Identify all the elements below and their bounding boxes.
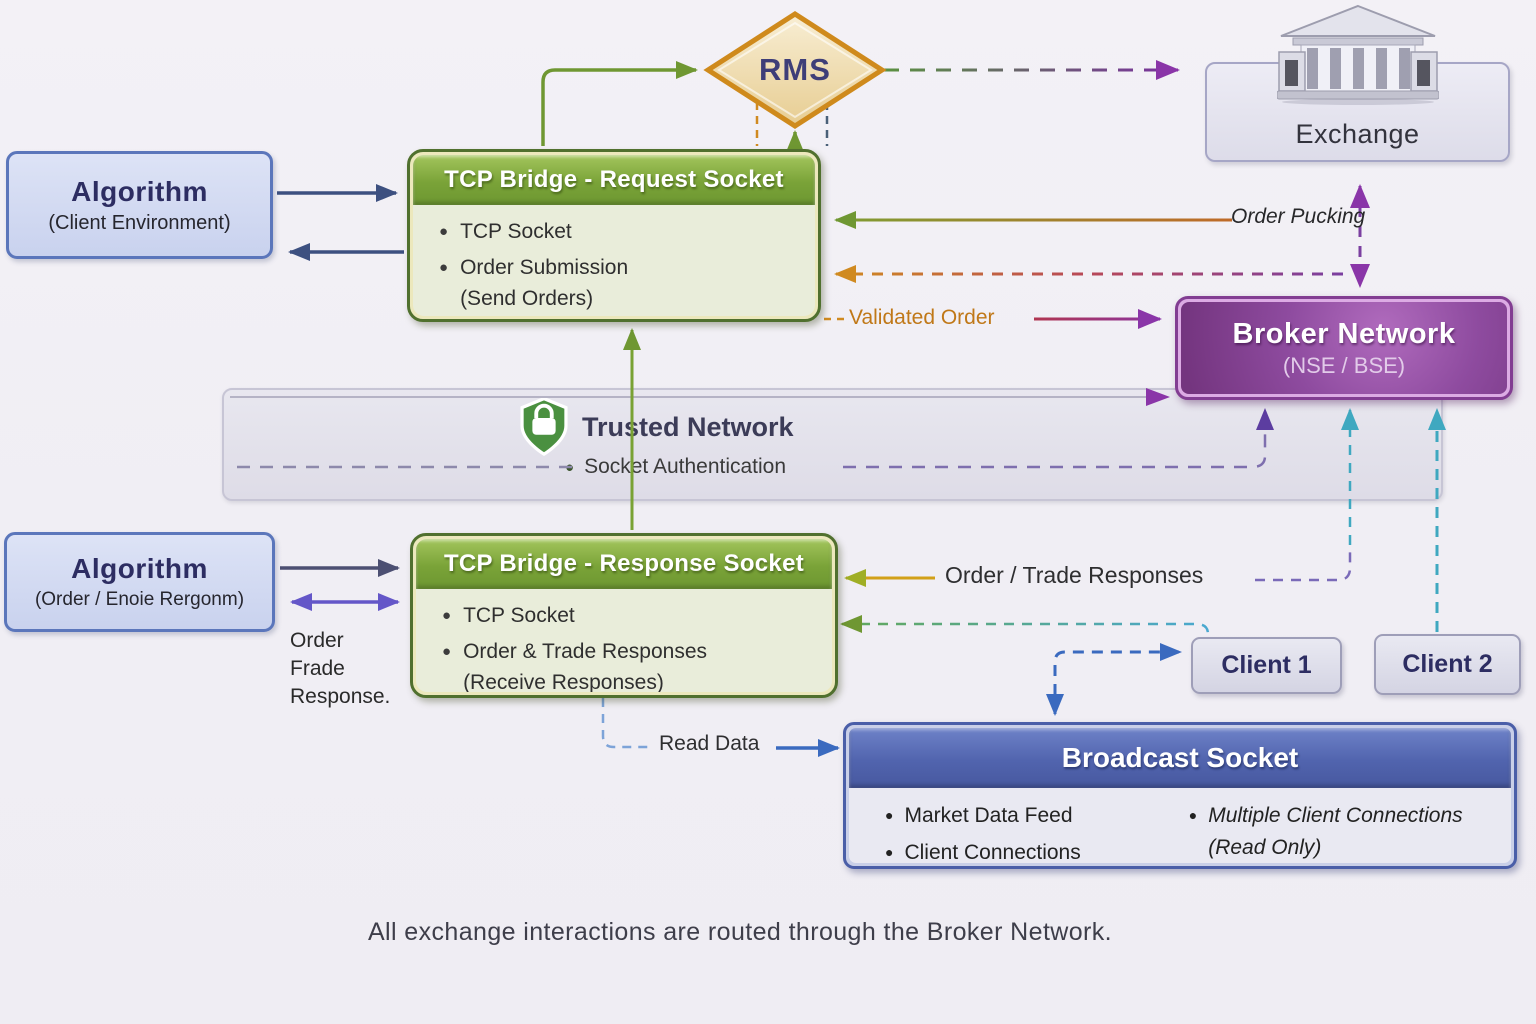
bullet-icon: ●	[439, 223, 449, 240]
bullet-icon: ●	[885, 807, 894, 823]
response-socket-node: TCP Bridge - Response Socket ● TCP Socke…	[410, 533, 838, 698]
broker-network-node: Broker Network (NSE / BSE)	[1175, 296, 1513, 400]
edge-otr-dashed-elbow	[1255, 545, 1352, 582]
bullet-icon: ●	[1188, 807, 1198, 823]
bullet-icon: ●	[442, 607, 452, 624]
bullet-icon: ●	[439, 259, 449, 277]
response-socket-items: ● TCP Socket ● Order & Trade Responses (R…	[416, 589, 832, 692]
algorithm-order-node: Algorithm (Order / Enoie Rergonm)	[4, 532, 275, 632]
response-socket-title: TCP Bridge - Response Socket	[443, 550, 805, 577]
item-text: Market Data Feed	[904, 804, 1073, 827]
item-subtext: (Receive Responses)	[463, 670, 664, 692]
edge-broadcast-client1	[1046, 643, 1182, 716]
edge-band-to-broker-arrow	[1146, 388, 1170, 406]
client1-node: Client 1	[1191, 637, 1342, 694]
order-trade-responses-label: Order / Trade Responses	[945, 562, 1204, 588]
item-subtext: (Send Orders)	[460, 286, 594, 310]
client2-label: Client 2	[1402, 650, 1493, 678]
order-frade-response-label: Order Frade Response.	[290, 627, 390, 711]
request-socket-header: TCP Bridge - Request Socket	[413, 155, 815, 205]
trusted-network-band: Trusted Network ● Socket Authentication	[222, 388, 1443, 501]
client1-label: Client 1	[1221, 651, 1312, 679]
validated-order-label: Validated Order	[849, 306, 995, 329]
item-text: Order Submission	[460, 256, 629, 280]
bullet-icon: ●	[442, 643, 452, 661]
algorithm-subtitle: (Client Environment)	[48, 211, 231, 234]
rms-node-label: RMS	[759, 52, 831, 87]
edge-response-to-readdata	[601, 698, 650, 749]
order-frade-line2: Frade	[290, 657, 345, 680]
order-frade-line1: Order	[290, 629, 344, 652]
list-item: ● TCP Socket	[439, 217, 815, 247]
order-pucking-label: Order Pucking	[1231, 205, 1366, 228]
broker-network-subtitle: (NSE / BSE)	[1282, 352, 1406, 378]
item-text: TCP Socket	[460, 220, 572, 243]
rms-diamond-highlight	[717, 21, 873, 119]
list-item: ● Market Data Feed	[885, 800, 1081, 832]
item-text: Client Connections	[904, 840, 1081, 864]
algorithm-title: Algorithm	[71, 175, 208, 207]
algorithm-client-node: Algorithm (Client Environment)	[6, 151, 273, 259]
item-subtext: (Read Only)	[1208, 835, 1322, 859]
item-text: Order & Trade Responses	[463, 640, 708, 664]
algorithm-subtitle: (Order / Enoie Rergonm)	[34, 589, 245, 610]
read-data-label: Read Data	[659, 732, 760, 755]
request-socket-title: TCP Bridge - Request Socket	[444, 166, 784, 193]
shield-lock-icon	[520, 396, 568, 456]
item-text: Multiple Client Connections	[1208, 804, 1463, 827]
bullet-icon: ●	[885, 843, 894, 860]
diagram-caption: All exchange interactions are routed thr…	[367, 918, 1113, 946]
broadcast-items-right: ● Multiple Client Connections (Read Only)	[1189, 800, 1463, 863]
response-socket-header: TCP Bridge - Response Socket	[416, 539, 832, 589]
list-item: ● Order & Trade Responses (Receive Respon…	[442, 637, 832, 692]
client2-node: Client 2	[1374, 634, 1521, 695]
list-item: ● Multiple Client Connections (Read Only)	[1189, 800, 1463, 863]
list-item: ● Order Submission (Send Orders)	[439, 253, 815, 314]
socket-authentication-label: Socket Authentication	[584, 455, 787, 478]
request-socket-node: TCP Bridge - Request Socket ● TCP Socket…	[407, 149, 821, 322]
trusted-network-title: Trusted Network	[582, 412, 794, 442]
item-text: TCP Socket	[463, 604, 575, 627]
edge-client1-to-response	[840, 615, 1210, 637]
broadcast-socket-node: Broadcast Socket ● Market Data Feed ● Cl…	[843, 722, 1517, 869]
algorithm-title: Algorithm	[71, 553, 208, 584]
list-item: ● Client Connections	[885, 837, 1081, 864]
broadcast-socket-header: Broadcast Socket	[849, 728, 1511, 788]
broker-network-title: Broker Network	[1232, 317, 1456, 350]
broadcast-items-left: ● Market Data Feed ● Client Connections	[885, 800, 1081, 863]
order-frade-line3: Response.	[290, 685, 391, 708]
edge-request-to-rms	[541, 61, 698, 146]
list-item: ● TCP Socket	[442, 601, 832, 631]
bank-icon	[1276, 4, 1440, 106]
rms-diamond	[703, 11, 887, 129]
exchange-label: Exchange	[1295, 119, 1420, 149]
request-socket-items: ● TCP Socket ● Order Submission (Send Ord…	[413, 205, 815, 314]
edge-socket-auth-to-broker	[843, 408, 1274, 469]
broadcast-socket-title: Broadcast Socket	[1061, 742, 1299, 773]
